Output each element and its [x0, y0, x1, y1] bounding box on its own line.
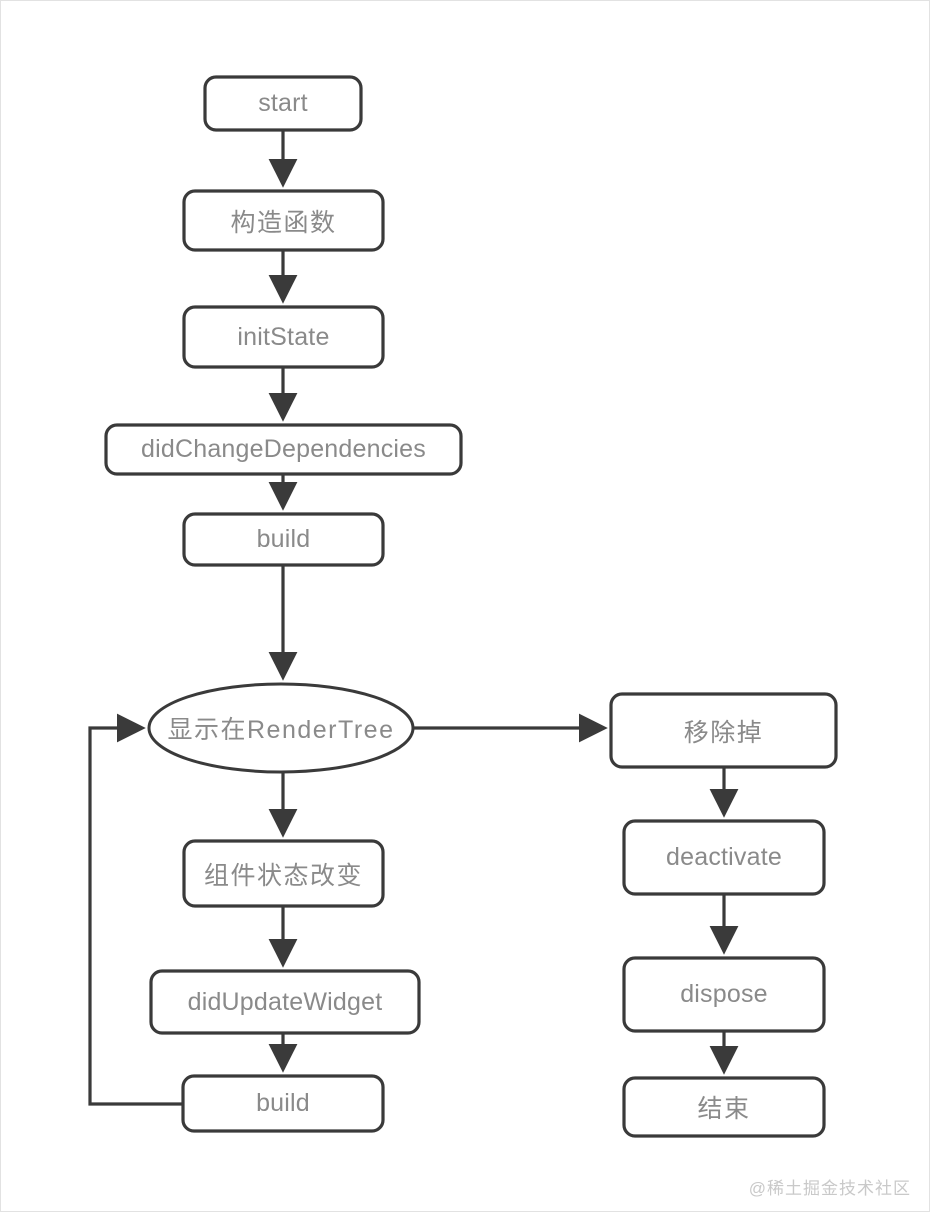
node-build-rebuild[interactable]: [181, 1074, 385, 1133]
node-start[interactable]: [203, 75, 363, 132]
node-init-state[interactable]: [182, 305, 385, 369]
edge-build-rebuild-loop-to-render-tree: [88, 713, 183, 1106]
node-deactivate[interactable]: [622, 819, 826, 896]
node-end[interactable]: [622, 1076, 826, 1138]
node-build-first[interactable]: [182, 512, 385, 567]
watermark: @稀土掘金技术社区: [748, 1179, 911, 1198]
node-render-tree[interactable]: [147, 682, 415, 774]
node-removed[interactable]: [609, 692, 838, 769]
node-did-update-widget[interactable]: [149, 969, 421, 1035]
node-state-changed[interactable]: [182, 839, 385, 908]
node-did-change-dependencies[interactable]: [104, 423, 463, 476]
node-dispose[interactable]: [622, 956, 826, 1033]
node-constructor[interactable]: [182, 189, 385, 252]
